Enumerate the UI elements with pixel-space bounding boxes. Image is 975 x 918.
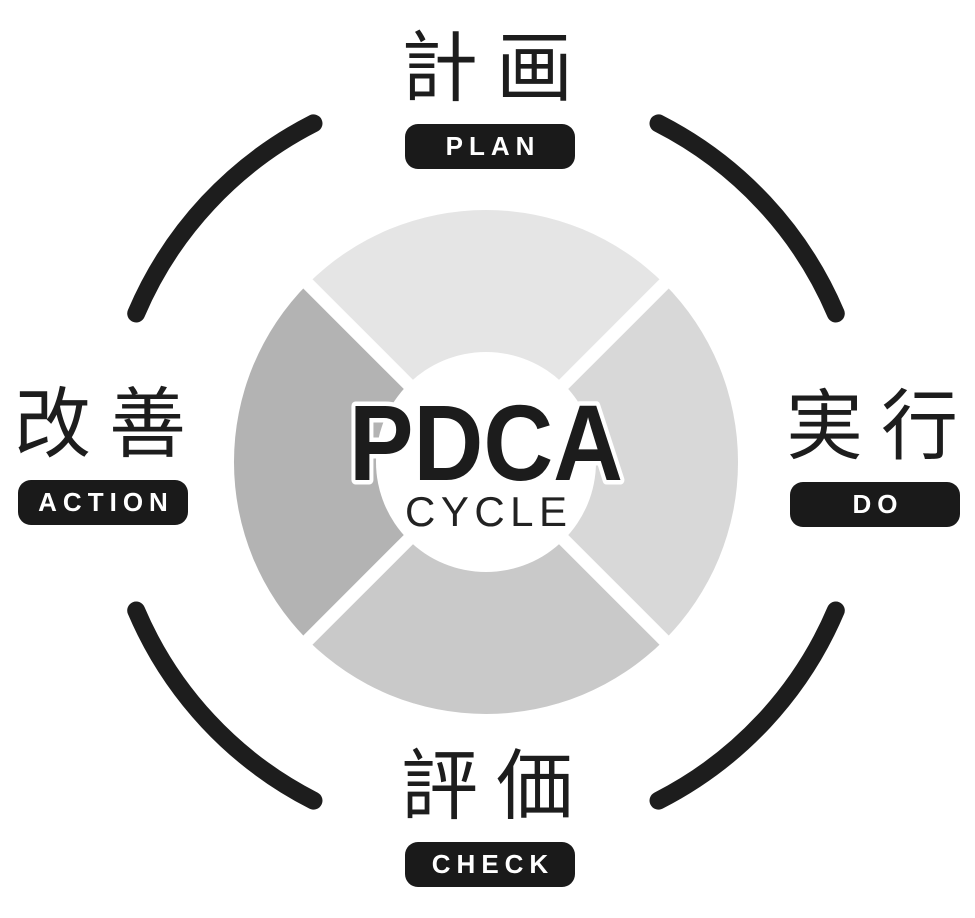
stage-check-badge: CHECK [405, 841, 575, 887]
segment-do [486, 283, 739, 641]
stage-plan-badge-label: PLAN [445, 130, 541, 161]
stage-plan: 計画 PLAN [399, 24, 575, 169]
stage-do-badge: DO [790, 481, 960, 527]
stage-action-kanji: 改善 [14, 382, 204, 468]
segment-check [307, 462, 665, 715]
segment-action [233, 283, 486, 641]
stage-check-badge-label: CHECK [431, 848, 555, 879]
center-circle [376, 352, 596, 572]
stage-do-kanji: 実行 [786, 384, 975, 470]
segment-plan [307, 209, 665, 462]
center-title: PDCA [349, 382, 623, 503]
stage-do: 実行 DO [784, 382, 960, 527]
stage-do-badge-label: DO [852, 488, 904, 519]
stage-plan-badge: PLAN [405, 123, 575, 169]
stage-check: 評価 CHECK [399, 742, 575, 887]
stage-plan-kanji: 計画 [401, 26, 591, 112]
stage-check-kanji: 評価 [401, 744, 591, 830]
arc-bottom-right-icon [649, 601, 845, 810]
rotation-arcs [127, 114, 845, 810]
stage-action-badge-label: ACTION [38, 486, 174, 517]
center-subtitle: CYCLE [405, 488, 567, 535]
arc-top-right-icon [649, 114, 845, 323]
arc-top-left-icon [127, 114, 323, 323]
arc-bottom-left-icon [127, 601, 323, 810]
stage-action: 改善 ACTION [12, 380, 188, 525]
stage-action-badge: ACTION [18, 479, 188, 525]
